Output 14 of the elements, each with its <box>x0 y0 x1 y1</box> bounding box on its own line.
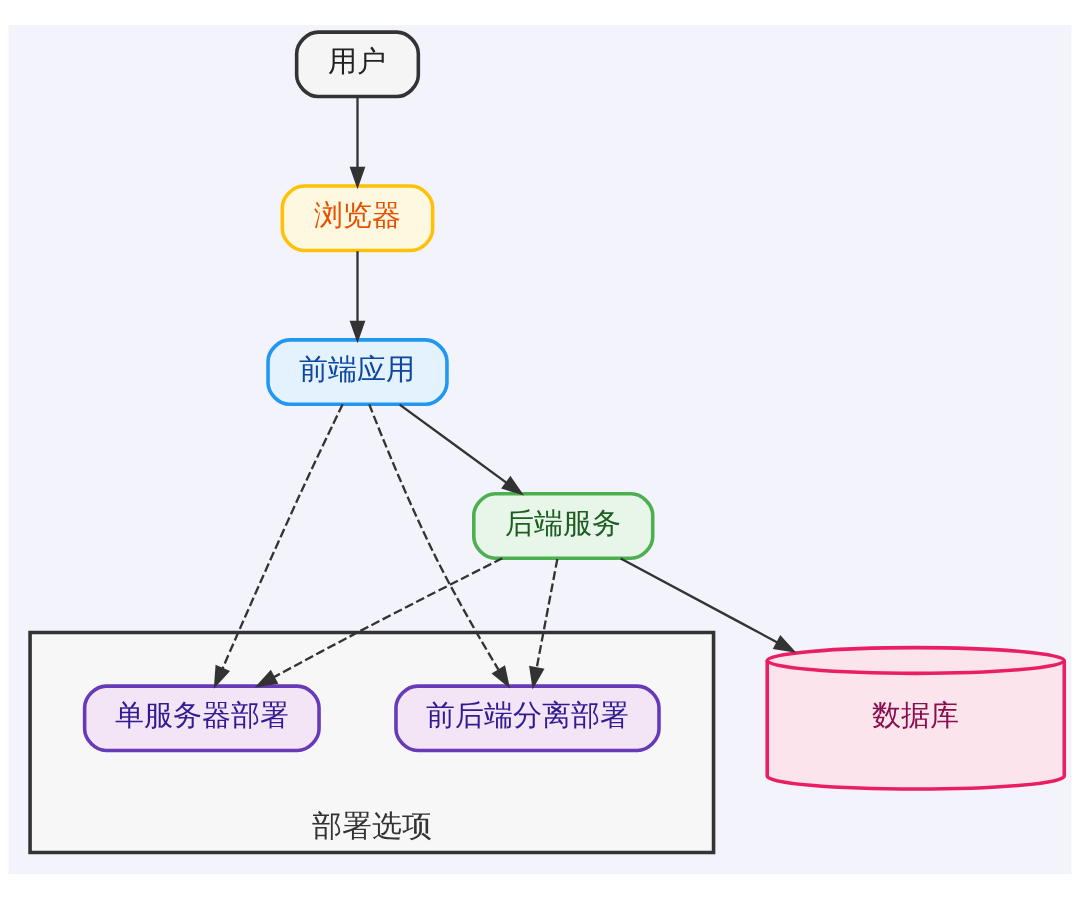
arrow <box>398 403 525 496</box>
arrow <box>620 557 797 653</box>
arrow <box>349 250 366 343</box>
node-box: 前端应用 <box>266 337 449 406</box>
node-box: 后端服务 <box>472 491 655 560</box>
node-box: 用户 <box>294 29 421 98</box>
arrow <box>213 403 344 689</box>
arrow <box>529 558 559 689</box>
node-box: 单服务器部署 <box>82 683 321 752</box>
node-box: 前后端分离部署 <box>394 683 661 752</box>
arrow <box>349 96 366 189</box>
arrow <box>368 403 510 689</box>
node-box: 浏览器 <box>280 183 435 252</box>
arrow <box>254 556 503 687</box>
